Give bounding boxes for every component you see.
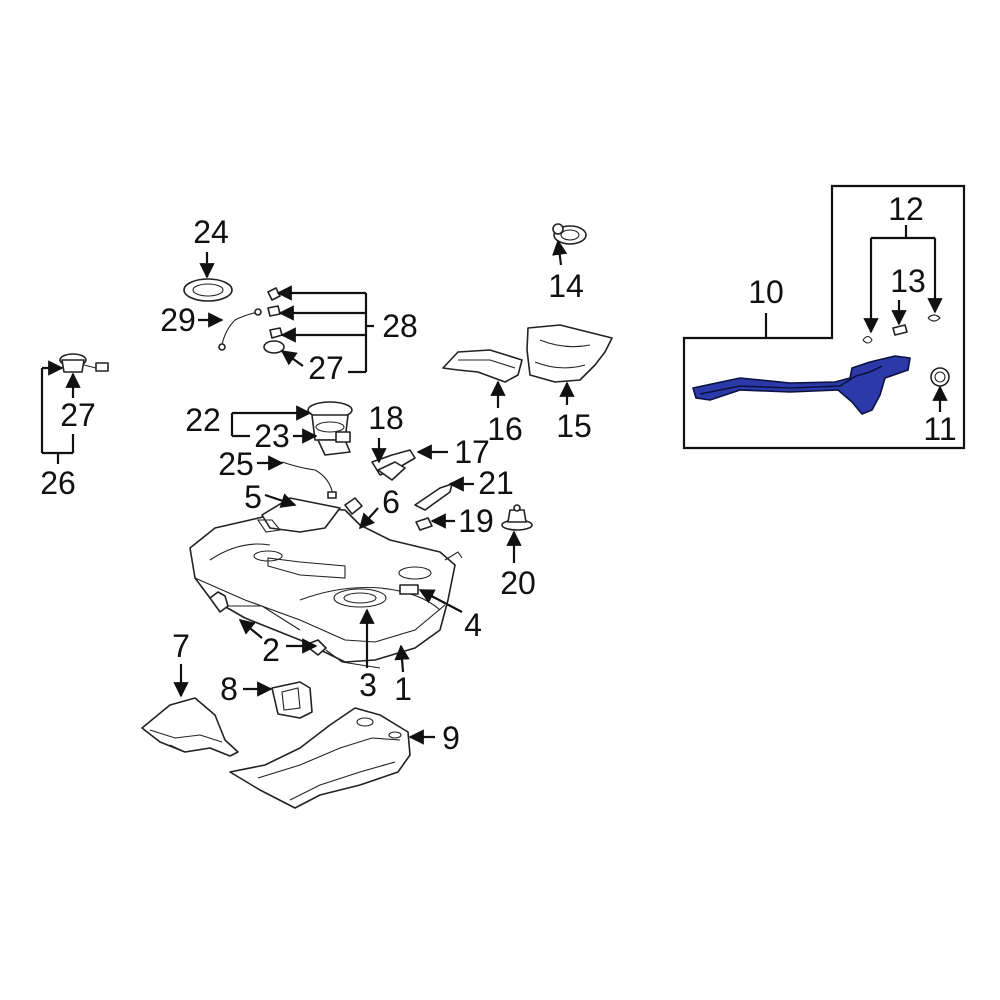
callout-12: 12 [888, 191, 924, 227]
underbody-shield-part [229, 707, 411, 809]
callout-17: 17 [454, 434, 490, 470]
callout-16: 16 [487, 411, 523, 447]
fitting-part [415, 517, 433, 531]
filler-shield-part [526, 324, 613, 383]
callout-11: 11 [923, 411, 956, 447]
clamp-set-part [862, 314, 941, 344]
callout-22: 22 [185, 402, 221, 438]
callout-24: 24 [193, 214, 229, 250]
valve-part [501, 504, 533, 531]
gasket-part [183, 278, 233, 302]
callout-23: 23 [254, 418, 290, 454]
vent-hose-part [414, 483, 453, 511]
callout-4: 4 [464, 607, 482, 643]
callout-19: 19 [458, 503, 494, 539]
callout-15: 15 [556, 408, 592, 444]
inset-box [682, 184, 966, 450]
leader-lines [40, 225, 948, 745]
hose-clamp-part [552, 223, 587, 245]
shield-left-part [141, 697, 239, 757]
callout-13: 13 [890, 263, 926, 299]
callout-3: 3 [359, 667, 377, 703]
callout-18: 18 [368, 400, 404, 436]
callout-8: 8 [220, 671, 238, 707]
callout-9: 9 [442, 720, 460, 756]
callout-10: 10 [748, 274, 784, 310]
fuel-tank-part [189, 507, 463, 663]
callout-26: 26 [40, 465, 76, 501]
callout-21: 21 [478, 465, 514, 501]
callout-2: 2 [262, 632, 280, 668]
callout-27-left: 27 [60, 397, 96, 433]
hose-bracket-part [371, 449, 416, 481]
callout-20: 20 [500, 565, 536, 601]
callout-5: 5 [244, 479, 262, 515]
callout-29: 29 [160, 302, 196, 338]
fuel-pump-module-part [307, 401, 353, 456]
clip-part [892, 324, 908, 336]
wire-harness-part [281, 461, 337, 499]
callout-6: 6 [382, 484, 400, 520]
callout-14: 14 [548, 268, 584, 304]
callout-28: 28 [382, 308, 418, 344]
callout-1: 1 [394, 671, 412, 707]
filler-pipe-part-highlighted [692, 355, 911, 415]
cap-seal-part [930, 367, 950, 387]
callout-numbers: 1 2 3 4 5 6 7 8 9 10 11 12 13 14 15 16 1… [40, 191, 956, 756]
protector-part [442, 349, 523, 383]
fuel-line-part [218, 308, 262, 351]
bracket-part [271, 681, 313, 719]
sender-unit-part [59, 353, 109, 373]
seal-clip-parts [263, 287, 285, 354]
callout-7: 7 [172, 628, 190, 664]
callout-27-right: 27 [308, 350, 344, 386]
callout-25: 25 [218, 446, 254, 482]
